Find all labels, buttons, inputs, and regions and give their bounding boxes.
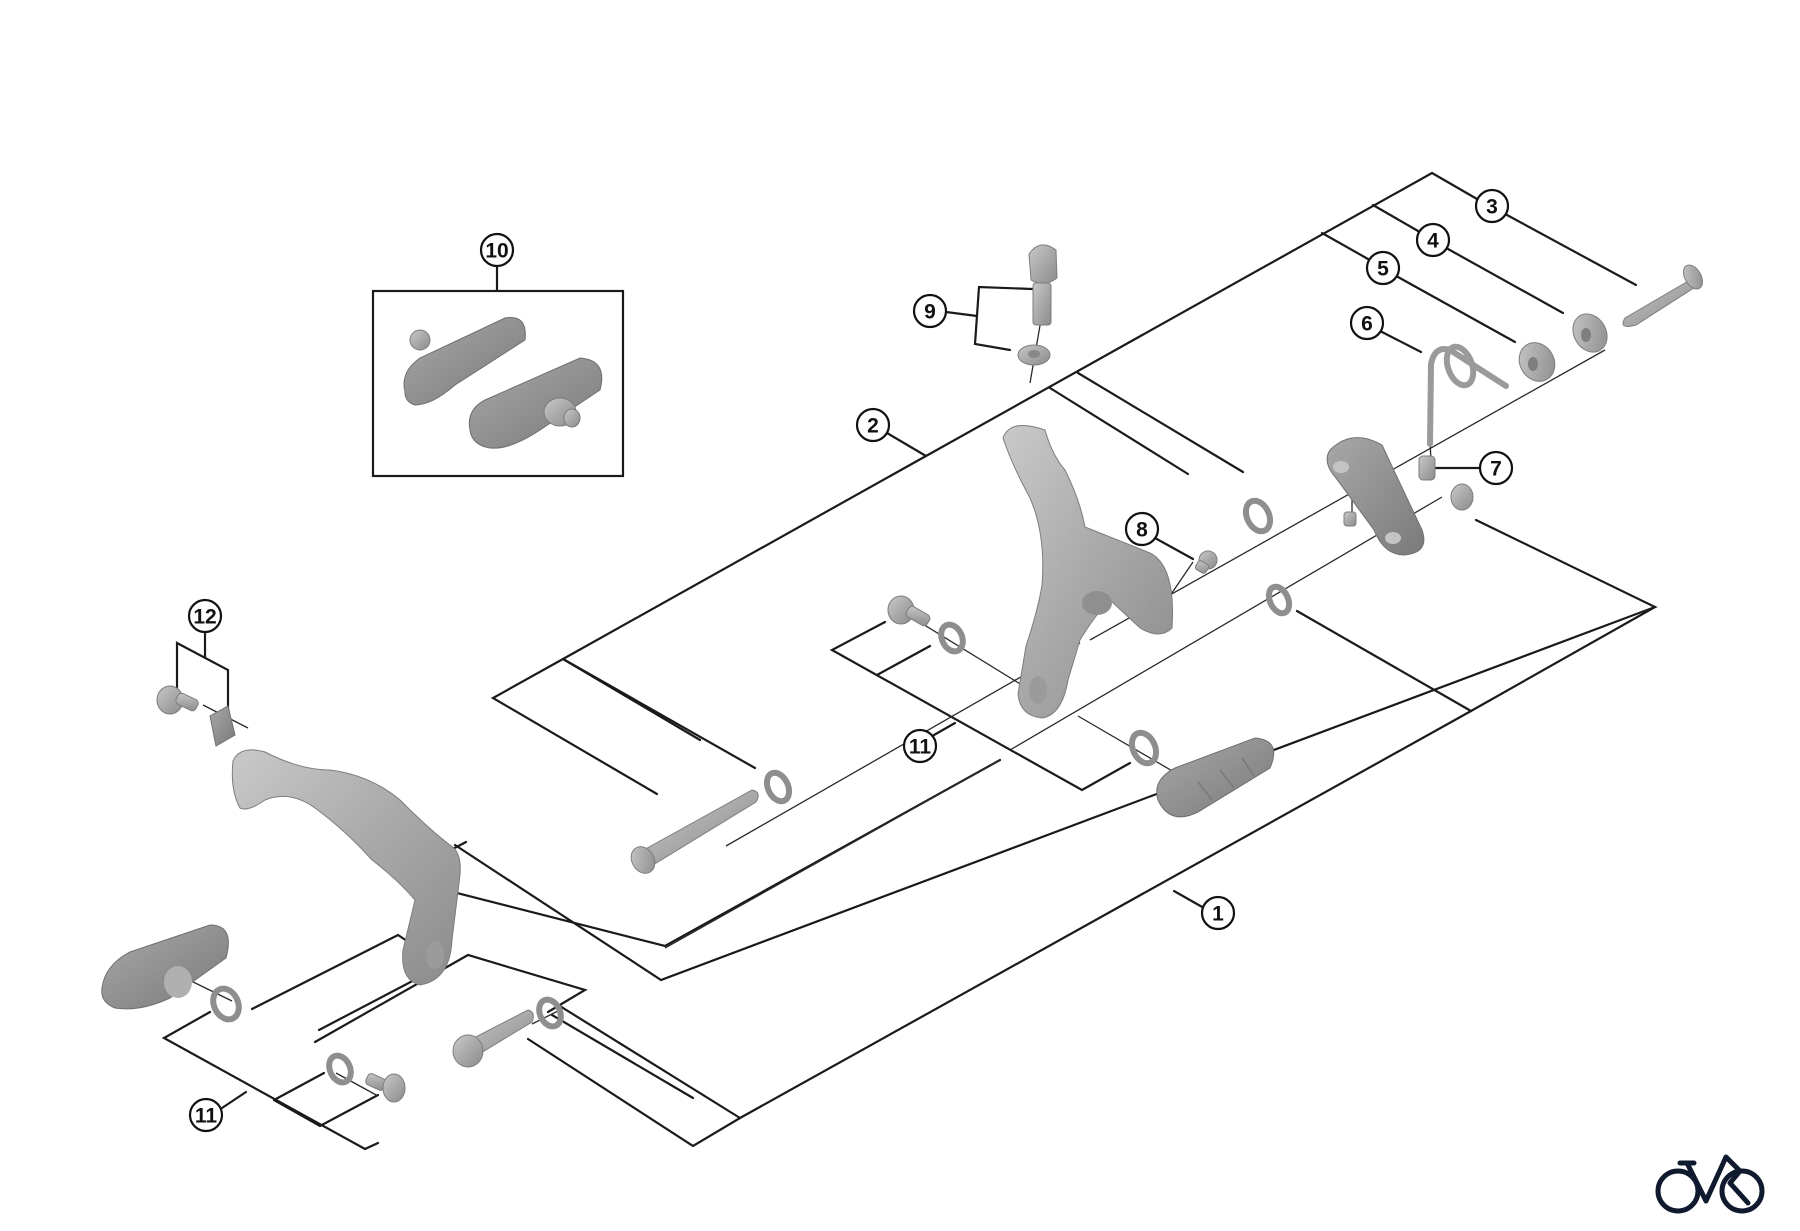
washer — [763, 769, 793, 805]
bicycle-icon — [1655, 1154, 1765, 1214]
rear-arm-frame-d — [550, 1013, 695, 1100]
washer — [1242, 497, 1274, 535]
brake-shoe-set-part — [371, 289, 625, 478]
callout-4-leader — [1446, 247, 1565, 315]
svg-text:7: 7 — [1490, 458, 1502, 481]
washers-middle — [210, 497, 1293, 1086]
callout-3-leader — [1505, 213, 1638, 287]
svg-text:3: 3 — [1486, 196, 1498, 219]
svg-text:4: 4 — [1427, 230, 1439, 253]
callout-6[interactable]: 6 — [1349, 305, 1385, 341]
callout-1-leader — [1172, 889, 1206, 910]
brake-shoe-middle — [1156, 737, 1275, 818]
callout-9[interactable]: 9 — [912, 293, 948, 329]
frame-1-branch — [553, 1001, 742, 1120]
callout-11a-leader — [932, 721, 957, 737]
svg-text:8: 8 — [1136, 519, 1148, 542]
svg-text:11: 11 — [909, 736, 932, 759]
spring-bushing-part — [1418, 455, 1436, 481]
tree-5 — [1320, 231, 1370, 261]
shoe-fixing-bolt-middle — [887, 595, 931, 627]
callout-11b-leader — [220, 1090, 248, 1110]
frame-2-pin-leader — [561, 657, 757, 770]
svg-text:2: 2 — [867, 415, 879, 438]
callout-5-leader — [1396, 275, 1517, 344]
callout-11b-bracket — [161, 1010, 380, 1151]
rear-arm-frame-a — [394, 758, 1002, 948]
callout-4[interactable]: 4 — [1415, 222, 1451, 258]
svg-text:6: 6 — [1361, 313, 1373, 336]
callout-11b-bottom — [272, 1093, 380, 1128]
return-spring-part — [1427, 343, 1509, 447]
washer — [536, 996, 564, 1030]
callout-11b-lower — [272, 1071, 326, 1102]
frame-2 — [490, 171, 1434, 796]
svg-text:11: 11 — [195, 1105, 218, 1128]
washer — [210, 985, 242, 1023]
callout-12-bracket — [175, 641, 230, 713]
washer — [326, 1052, 354, 1086]
adjust-block-part — [1326, 437, 1474, 556]
callout-11a-bracket — [829, 620, 1132, 792]
frame-lines — [161, 171, 1658, 1151]
svg-text:1: 1 — [1212, 903, 1224, 926]
svg-text:9: 9 — [924, 301, 936, 324]
callout-8[interactable]: 8 — [1124, 511, 1160, 547]
cable-fixing-bolt-part — [1017, 244, 1058, 366]
brake-shoe-set-box — [371, 289, 625, 478]
washer — [938, 621, 966, 655]
frame-2-inner-b — [1048, 386, 1190, 476]
callout-11-lower[interactable]: 11 — [188, 1097, 224, 1133]
front-arm-part — [1002, 425, 1173, 719]
svg-text:10: 10 — [485, 240, 508, 263]
mounting-bolt-lower — [452, 1009, 534, 1068]
rear-arm-part — [231, 749, 461, 986]
callout-1[interactable]: 1 — [1200, 895, 1236, 931]
brake-shoe-left — [101, 924, 229, 1010]
frame-1-lower — [526, 605, 1657, 1148]
callout-2-leader — [885, 431, 928, 458]
callout-11a-branch — [875, 644, 932, 677]
callout-2[interactable]: 2 — [855, 407, 891, 443]
callout-9-bracket — [973, 285, 1034, 352]
frame-1-branch-right — [1295, 609, 1473, 713]
axis-lines — [184, 267, 1606, 1097]
parts — [101, 244, 1703, 1103]
callout-5[interactable]: 5 — [1365, 250, 1401, 286]
svg-text:5: 5 — [1377, 258, 1389, 281]
washer — [1128, 729, 1160, 767]
long-pivot-pin — [630, 789, 759, 874]
callout-12[interactable]: 12 — [187, 598, 223, 634]
callout-6-leader — [1380, 330, 1423, 354]
adjust-pin-part — [1194, 550, 1218, 574]
callout-8-leader — [1153, 536, 1195, 561]
washer — [1265, 583, 1293, 617]
tree-3 — [1430, 171, 1479, 201]
rear-arm-frame-c — [313, 953, 588, 1044]
pivot-washer-part — [1572, 313, 1608, 353]
tree-4 — [1371, 203, 1420, 233]
pivot-nut-part — [1518, 342, 1556, 382]
svg-text:12: 12 — [193, 606, 216, 629]
callout-11-middle[interactable]: 11 — [902, 728, 938, 764]
callout-3[interactable]: 3 — [1474, 188, 1510, 224]
callouts: 1 2 3 4 5 6 7 8 — [187, 188, 1514, 1133]
shoe-fixing-bolt-lower — [365, 1073, 406, 1103]
frame-2-inner-a — [1076, 371, 1245, 474]
mounting-bolt-unit-part — [156, 685, 236, 747]
pivot-pin-part — [1622, 264, 1703, 327]
callout-10[interactable]: 10 — [479, 232, 515, 268]
callout-7[interactable]: 7 — [1478, 450, 1514, 486]
callout-9-leader — [944, 310, 979, 318]
